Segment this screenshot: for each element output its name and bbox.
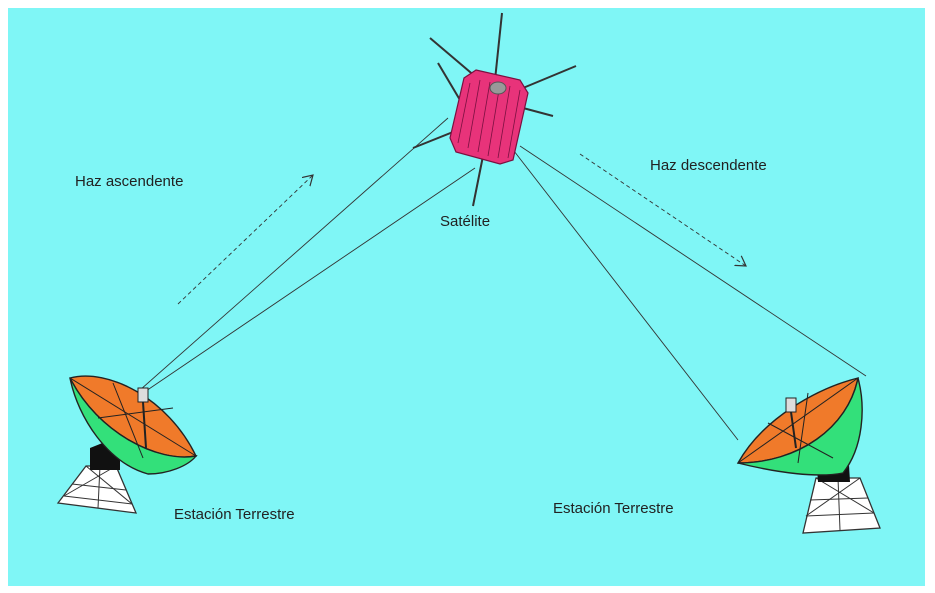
uplink-beam-line-1 xyxy=(140,118,448,390)
uplink-arrow xyxy=(178,175,313,304)
station-right-label: Estación Terrestre xyxy=(553,500,674,517)
diagram-canvas: Haz ascendente Haz descendente Satélite … xyxy=(8,8,925,586)
dish-antenna-icon xyxy=(738,378,880,533)
satellite-label: Satélite xyxy=(440,213,490,230)
satellite-icon xyxy=(413,13,576,206)
downlink-beam-line-1 xyxy=(514,151,738,440)
downlink-label: Haz descendente xyxy=(650,157,767,174)
downlink-beam-line-2 xyxy=(520,146,866,376)
diagram-svg xyxy=(8,8,925,586)
uplink-label: Haz ascendente xyxy=(75,173,183,190)
station-left-label: Estación Terrestre xyxy=(174,506,295,523)
uplink-beam-line-2 xyxy=(143,168,475,393)
dish-antenna-icon xyxy=(58,376,196,513)
